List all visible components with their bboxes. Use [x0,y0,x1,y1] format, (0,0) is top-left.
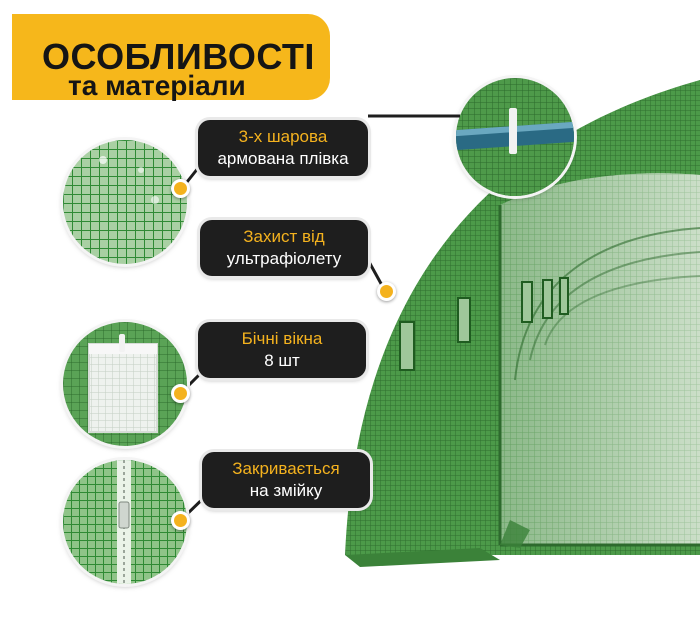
feature-2-title: Захист від [243,227,325,246]
side-window-image [63,322,187,446]
feature-1-badge: 3-х шарова армована плівка [198,120,368,176]
page-title: ОСОБЛИВОСТІ [42,36,315,77]
feature-3-badge: Бічні вікна 8 шт [198,322,366,378]
feature-4-subtitle: на змійку [249,481,323,500]
feature-3-subtitle: 8 шт [264,351,300,370]
feature-3-title: Бічні вікна [241,329,323,348]
page-subtitle: та матеріали [68,70,246,101]
feature-4-title: Закривається [232,459,340,478]
feature-1-subtitle: армована плівка [217,149,349,168]
feature-4-badge: Закривається на змійку [202,452,370,508]
feature-1-title: 3-х шарова [238,127,328,146]
header-banner: ОСОБЛИВОСТІ та матеріали [12,14,330,101]
feature-1-marker [171,179,190,198]
zipper-image [63,460,187,584]
feature-3-marker [171,384,190,403]
feature-2-marker [377,282,396,301]
frame-closeup-image [456,78,574,196]
feature-2-subtitle: ультрафіолету [226,249,342,268]
reinforced-film-image [63,140,187,264]
feature-2-badge: Захист від ультрафіолету [200,220,368,276]
feature-4-marker [171,511,190,530]
